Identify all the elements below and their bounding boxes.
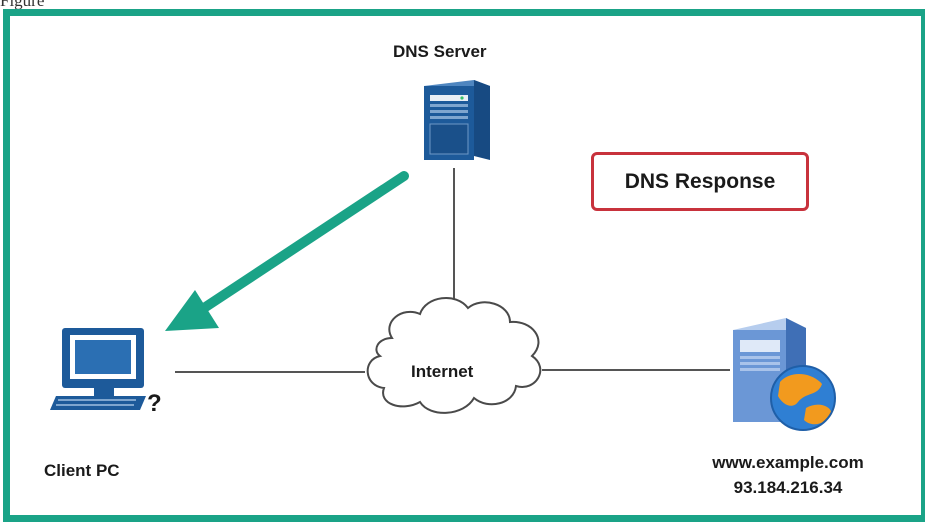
dns-server-label: DNS Server: [393, 42, 487, 61]
internet-cloud: [366, 296, 542, 414]
dns-response-label: DNS Response: [624, 169, 776, 193]
svg-text:?: ?: [147, 390, 162, 417]
dns-response-arrow: [165, 171, 409, 331]
client-pc-label: Client PC: [44, 461, 120, 480]
web-server-label: www.example.com 93.184.216.34: [670, 450, 906, 500]
web-server-ip: 93.184.216.34: [733, 478, 843, 497]
internet-label: Internet: [411, 362, 474, 381]
dns-response-callout: DNS Response: [591, 152, 809, 211]
client-pc-icon: ?: [50, 328, 162, 417]
web-server-hostname: www.example.com: [712, 453, 864, 472]
web-server-icon: [733, 318, 836, 431]
dns-server-icon: [424, 80, 490, 160]
cropped-caption: Figure: [0, 0, 45, 10]
